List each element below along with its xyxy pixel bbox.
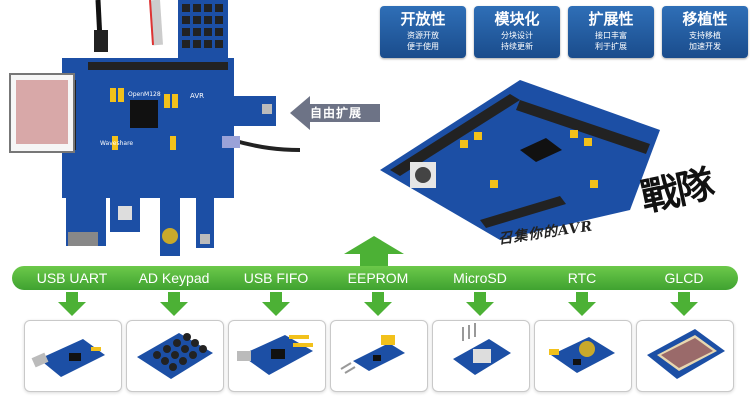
badge-extensibility: 扩展性 接口丰富 利于扩展 (568, 6, 654, 58)
board-name-text: OpenM128 (128, 91, 161, 98)
module-bar (12, 266, 738, 290)
feature-badges: 开放性 资源开放 便于使用 模块化 分块设计 持续更新 扩展性 接口丰富 利于扩… (380, 6, 748, 58)
module-label-rtc: RTC (567, 270, 597, 286)
down-arrow (466, 292, 494, 316)
module-label-microsd: MicroSD (453, 270, 507, 286)
module-card-ad-keypad (126, 320, 224, 392)
module-card-usb-fifo (228, 320, 326, 392)
badge-title: 扩展性 (588, 10, 634, 28)
badge-line: 资源开放 (407, 31, 439, 40)
module-card-rtc (534, 320, 632, 392)
down-arrow (364, 292, 392, 316)
board-brand-text: AVR (190, 92, 204, 100)
down-arrow (58, 292, 86, 316)
down-arrow (160, 292, 188, 316)
module-label-usb-uart: USB UART (36, 270, 108, 286)
badge-line: 便于使用 (407, 42, 439, 51)
down-arrow (568, 292, 596, 316)
badge-line: 接口丰富 (595, 31, 627, 40)
board-maker-text: Waveshare (100, 140, 133, 147)
module-label-usb-fifo: USB FIFO (243, 270, 309, 286)
module-label-ad-keypad: AD Keypad (138, 270, 210, 286)
expand-label: 自由扩展 (310, 106, 363, 120)
up-arrow (344, 236, 404, 266)
module-card-glcd (636, 320, 734, 392)
badge-line: 持续更新 (501, 42, 533, 51)
badge-line: 加速开发 (689, 42, 721, 51)
assembled-board-photo: OpenM128 AVR Waveshare (9, 0, 300, 256)
badge-line: 分块设计 (501, 31, 533, 40)
module-card-microsd (432, 320, 530, 392)
badge-title: 模块化 (494, 10, 540, 28)
module-card-eeprom (330, 320, 428, 392)
main-board-photo (380, 80, 660, 240)
module-card-usb-uart (24, 320, 122, 392)
badge-openness: 开放性 资源开放 便于使用 (380, 6, 466, 58)
badge-modularity: 模块化 分块设计 持续更新 (474, 6, 560, 58)
expand-arrow (290, 96, 380, 130)
badge-title: 开放性 (400, 10, 446, 28)
badge-line: 利于扩展 (595, 42, 627, 51)
down-arrow (262, 292, 290, 316)
badge-line: 支持移植 (689, 31, 721, 40)
badge-portability: 移植性 支持移植 加速开发 (662, 6, 748, 58)
module-label-glcd: GLCD (664, 270, 704, 286)
down-arrow (670, 292, 698, 316)
module-label-eeprom: EEPROM (347, 270, 409, 286)
badge-title: 移植性 (682, 10, 728, 28)
